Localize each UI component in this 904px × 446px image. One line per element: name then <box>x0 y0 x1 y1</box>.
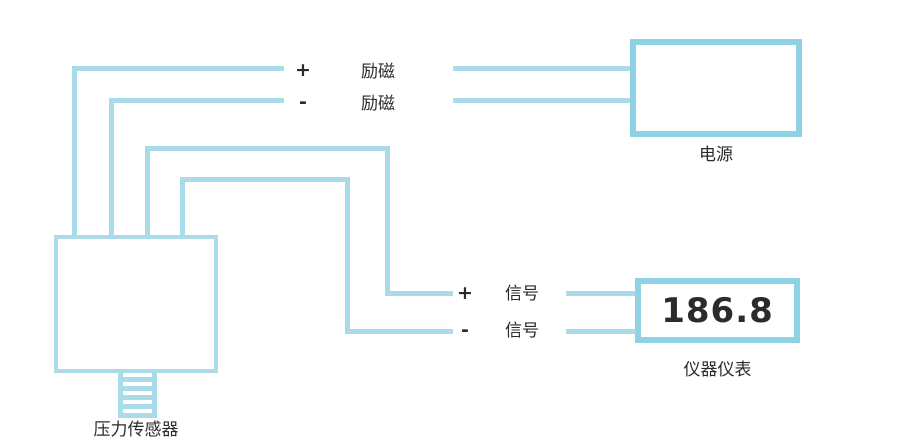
excitation-minus-label: 励磁 <box>361 94 395 114</box>
wire-signal-minus-horizontal-top <box>180 177 350 182</box>
wire-signal-plus-vertical-from-sensor <box>145 146 150 239</box>
wire-signal-minus-horizontal-to-label <box>345 329 453 334</box>
excitation-plus-label: 励磁 <box>361 62 395 82</box>
wire-excitation-minus-vertical <box>109 98 114 239</box>
pressure-sensor-label: 压力传感器 <box>93 420 179 440</box>
pressure-sensor-threaded-stem <box>118 373 157 418</box>
pressure-sensor-box <box>54 235 218 373</box>
excitation-minus-sign: - <box>299 91 307 113</box>
wire-excitation-plus-to-power <box>453 66 633 71</box>
signal-plus-sign: + <box>457 282 473 304</box>
signal-plus-label: 信号 <box>505 284 539 304</box>
wire-signal-minus-vertical-drop <box>345 177 350 334</box>
signal-minus-sign: - <box>461 319 469 341</box>
wire-excitation-minus-horizontal <box>109 98 284 103</box>
wire-signal-minus-vertical-from-sensor <box>180 177 185 239</box>
signal-minus-label: 信号 <box>505 321 539 341</box>
wire-signal-plus-vertical-drop <box>385 146 390 296</box>
instrument-label: 仪器仪表 <box>683 360 752 380</box>
wire-excitation-plus-vertical <box>72 66 77 239</box>
power-supply-label: 电源 <box>699 145 733 165</box>
wire-signal-plus-horizontal-top <box>145 146 390 151</box>
wire-signal-minus-to-instrument <box>566 329 638 334</box>
wire-signal-plus-horizontal-to-label <box>385 291 453 296</box>
instrument-reading: 186.8 <box>661 290 774 331</box>
instrument-box <box>635 278 800 343</box>
power-supply-box <box>630 39 802 137</box>
wire-excitation-plus-horizontal <box>72 66 284 71</box>
excitation-plus-sign: + <box>295 59 311 81</box>
wire-excitation-minus-to-power <box>453 98 633 103</box>
wire-signal-plus-to-instrument <box>566 291 638 296</box>
